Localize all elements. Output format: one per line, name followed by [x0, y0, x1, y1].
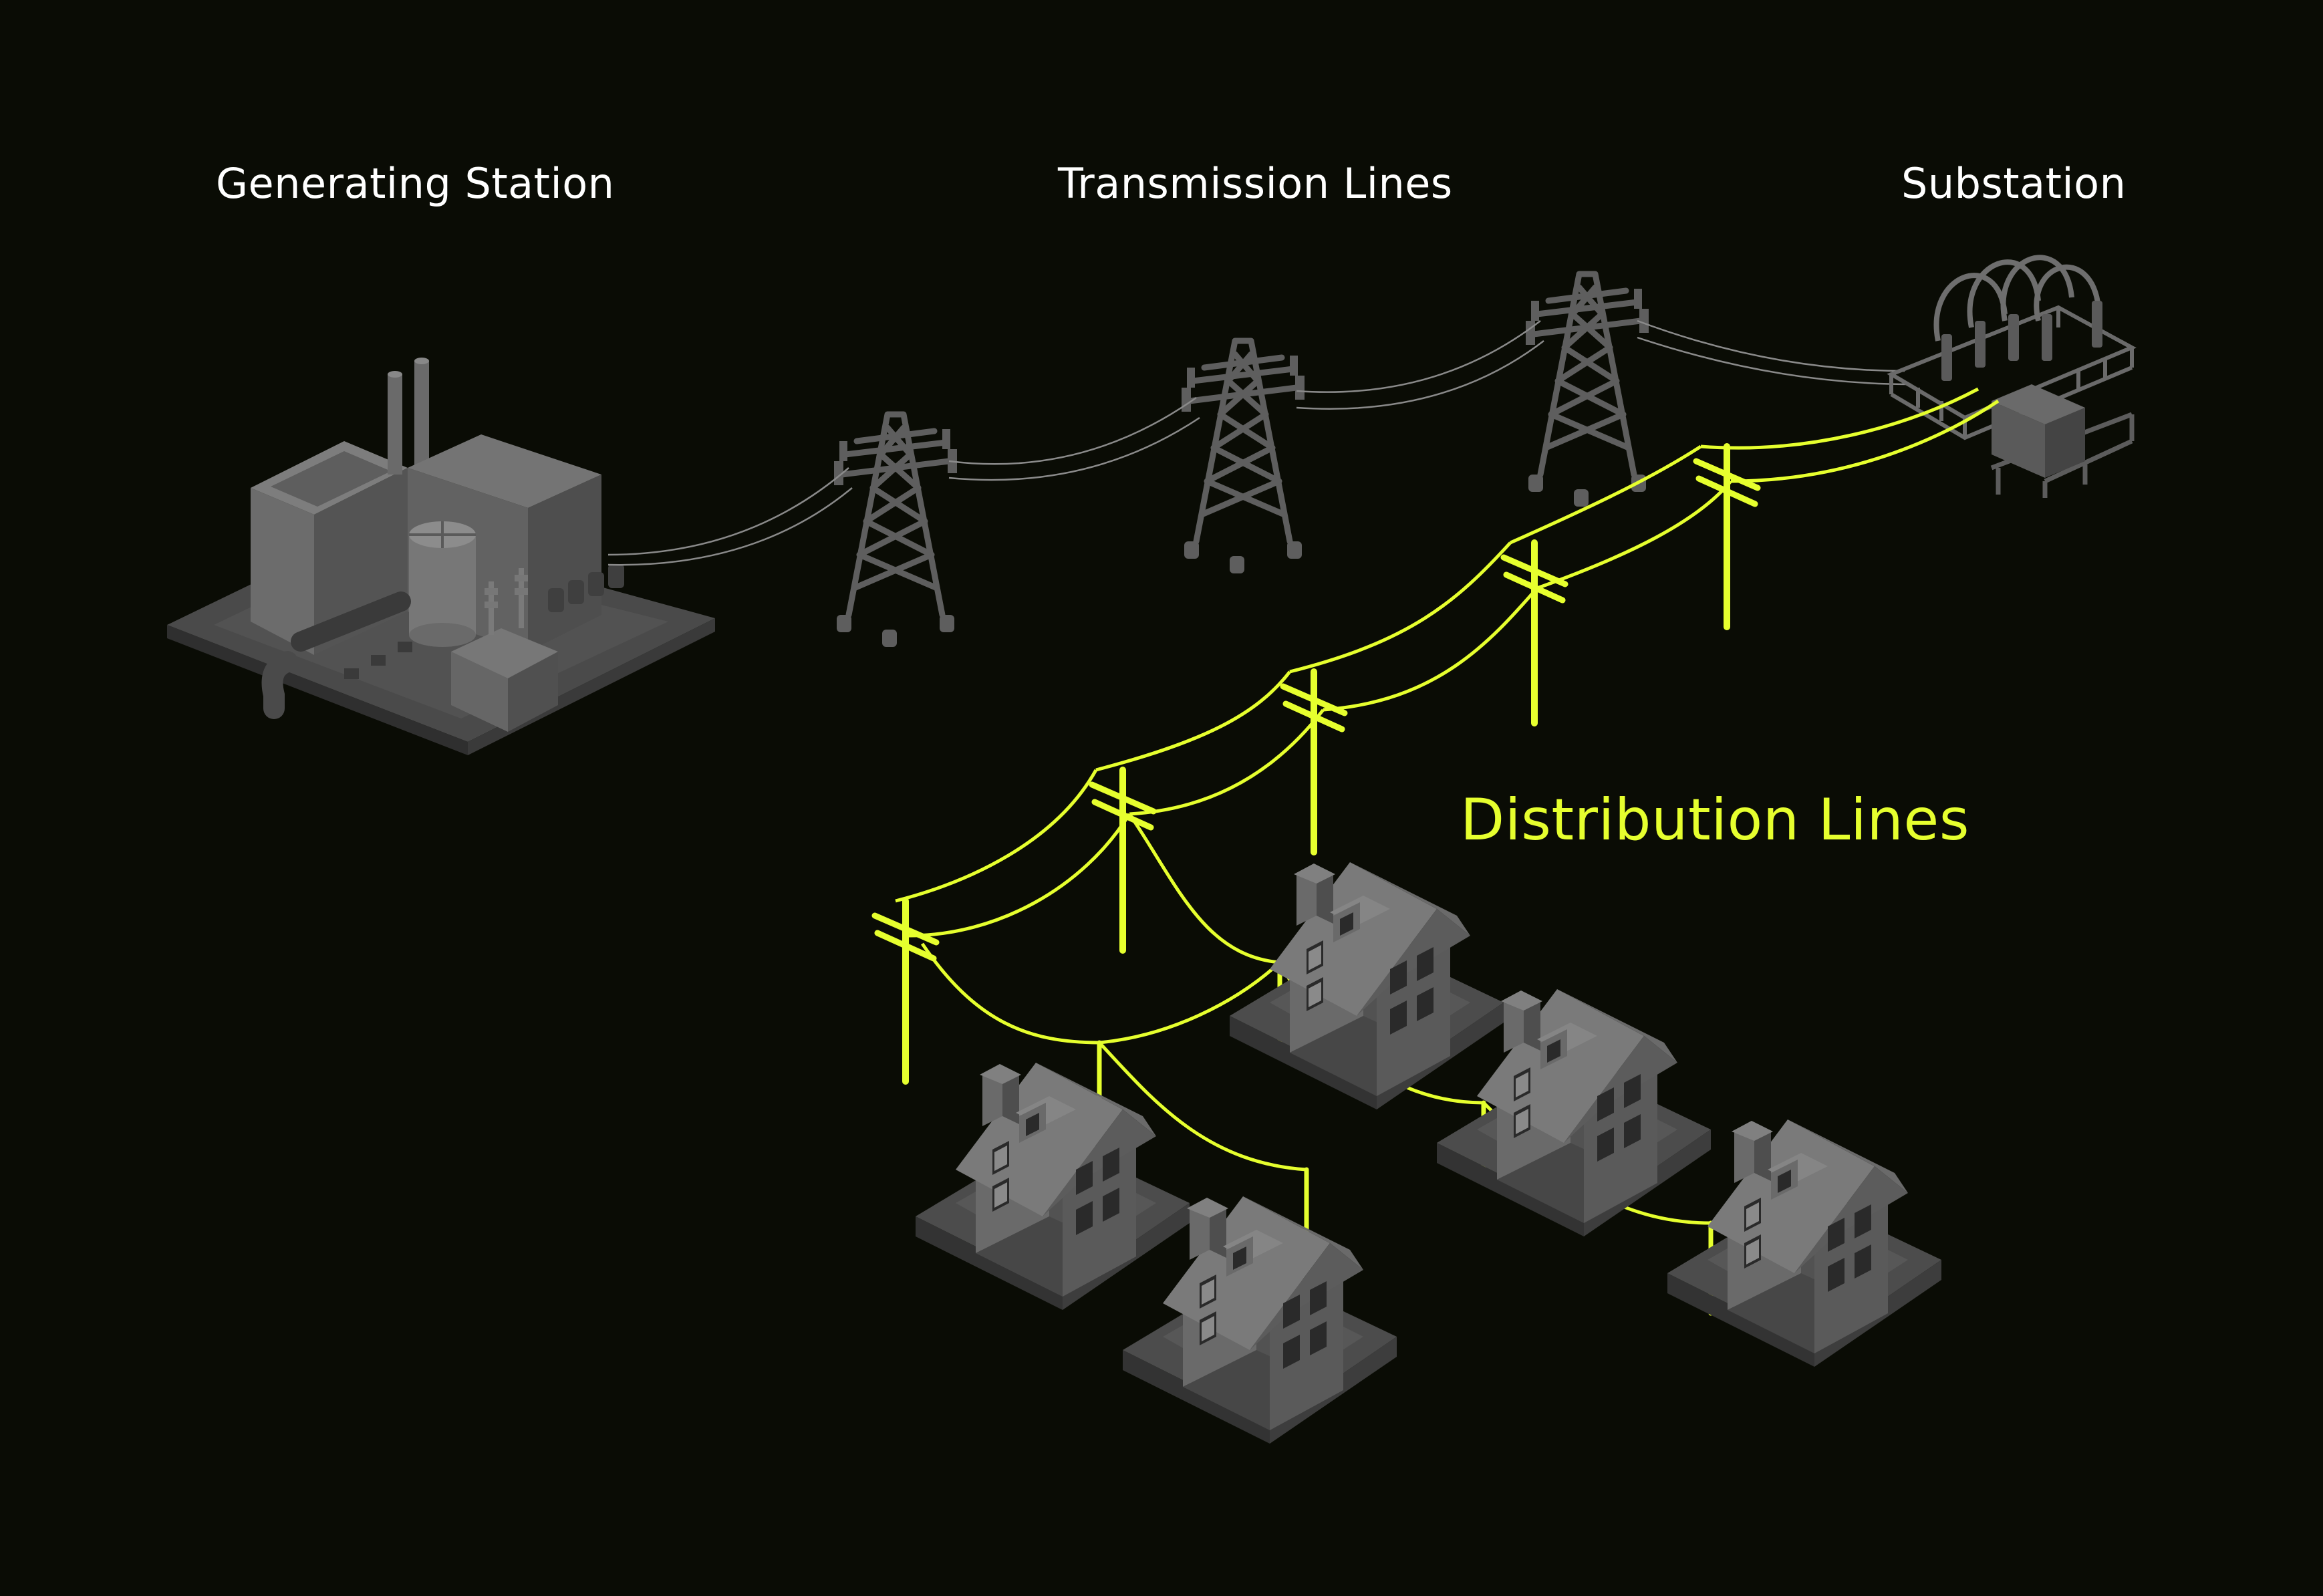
generating-station-label: Generating Station: [216, 159, 615, 208]
transmission-tower-icon: [834, 414, 957, 647]
utility-pole-icon: [1696, 446, 1758, 627]
transmission-tower-icon: [1182, 341, 1305, 573]
house-icon: [916, 1063, 1190, 1310]
transmission-lines-label: Transmission Lines: [1058, 159, 1453, 208]
transmission-wires: [607, 319, 1912, 566]
substation-label: Substation: [1901, 159, 2127, 208]
utility-pole-icon: [875, 901, 936, 1081]
utility-pole-icon: [1092, 770, 1153, 950]
utility-pole-icon: [1283, 672, 1345, 852]
power-plant-icon: [167, 358, 715, 755]
house-icon: [1230, 862, 1504, 1109]
transmission-tower-icon: [1526, 274, 1649, 507]
distribution-lines-label: Distribution Lines: [1460, 787, 1970, 853]
utility-pole-icon: [1504, 543, 1565, 723]
substation-icon: [1887, 255, 2137, 498]
